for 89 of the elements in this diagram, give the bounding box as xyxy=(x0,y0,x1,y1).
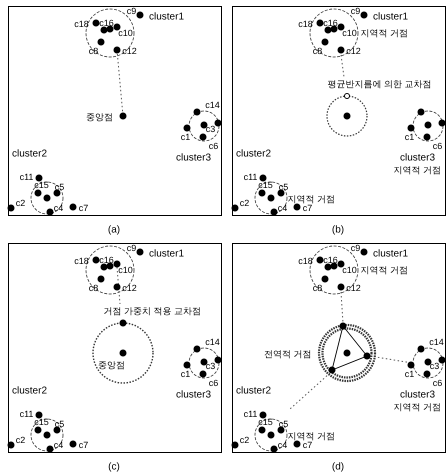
point-label: c1 xyxy=(180,368,190,378)
point-label: c16 xyxy=(323,18,338,28)
cluster-label: cluster3 xyxy=(176,152,211,163)
panel-caption: (d) xyxy=(332,462,344,472)
point-label: c1 xyxy=(180,132,190,142)
point-label: c4 xyxy=(54,440,64,450)
point-label: c5 xyxy=(278,418,288,428)
panel-caption: (c) xyxy=(108,462,120,472)
annotation-label: 지역적 거점 xyxy=(288,430,336,440)
annotation-label: 지역적 거점 xyxy=(394,402,442,412)
point-label: c10 xyxy=(342,264,357,274)
annotation-label: 중앙점 xyxy=(86,112,113,122)
point-label: c4 xyxy=(278,202,288,212)
point-label: c4 xyxy=(278,440,288,450)
point-label: c3 xyxy=(206,124,216,134)
point-label: c12 xyxy=(346,282,361,292)
point-label: c3 xyxy=(206,360,216,370)
point-label: c18 xyxy=(74,18,89,28)
point-label: c3 xyxy=(430,360,440,370)
point-label: c5 xyxy=(54,182,64,192)
cluster-label: cluster2 xyxy=(236,148,271,159)
point-label: c6 xyxy=(208,378,218,388)
cluster-label: cluster2 xyxy=(236,385,271,396)
point-label: c12 xyxy=(122,282,137,292)
point-label: c12 xyxy=(122,46,137,56)
point-label: c6 xyxy=(432,140,442,150)
cluster-label: cluster2 xyxy=(12,385,47,396)
point-label: c7 xyxy=(302,202,312,212)
point-label: c8 xyxy=(312,282,322,292)
annotation-label: 거점 가중치 적용 교차점 xyxy=(104,306,202,316)
panel-caption: (a) xyxy=(108,224,120,236)
point-label: c18 xyxy=(298,18,313,28)
panel-caption: (b) xyxy=(332,224,344,236)
point-label: c14 xyxy=(205,100,220,110)
point-label: c2 xyxy=(16,198,26,208)
point-label: c8 xyxy=(88,282,98,292)
cluster-label: cluster3 xyxy=(400,152,435,163)
point-label: c9 xyxy=(350,242,360,252)
point-label: c9 xyxy=(126,242,136,252)
point-label: c18 xyxy=(74,256,89,266)
annotation-label: 평균반지름에 의한 교차점 xyxy=(328,78,432,88)
annotation-label: 전역적 거점 xyxy=(264,348,312,358)
point-label: c14 xyxy=(429,336,444,346)
annotation-label: 지역적 거점 xyxy=(360,28,408,38)
point-label: c16 xyxy=(323,254,338,264)
point-label: c11 xyxy=(244,408,258,418)
point-label: c15 xyxy=(258,416,273,426)
annotation-label: 중앙점 xyxy=(98,360,125,370)
point-label: c5 xyxy=(278,182,288,192)
cluster-label: cluster2 xyxy=(12,148,47,159)
point-label: c10 xyxy=(118,264,133,274)
annotation-label: 지역적 거점 xyxy=(394,164,442,174)
point-label: c9 xyxy=(350,6,360,16)
cluster-label: cluster1 xyxy=(373,11,408,22)
point-label: c8 xyxy=(312,46,322,56)
point-label: c12 xyxy=(346,46,361,56)
annotation-label: 지역적 거점 xyxy=(360,264,408,274)
point-label: c7 xyxy=(78,440,88,450)
cluster-label: cluster1 xyxy=(373,248,408,259)
point-label: c11 xyxy=(20,172,34,182)
point-label: c5 xyxy=(54,418,64,428)
point-label: c15 xyxy=(34,180,49,190)
point-label: c15 xyxy=(258,180,273,190)
cluster-label: cluster3 xyxy=(400,389,435,400)
point-label: c1 xyxy=(404,132,414,142)
point-label: c6 xyxy=(432,378,442,388)
point-label: c10 xyxy=(118,28,133,38)
point-label: c16 xyxy=(99,254,114,264)
annotation-label: 지역적 거점 xyxy=(288,194,336,204)
point-label: c7 xyxy=(302,440,312,450)
point-label: c14 xyxy=(205,336,220,346)
point-label: c11 xyxy=(20,408,34,418)
point-label: c15 xyxy=(34,416,49,426)
point-label: c11 xyxy=(244,172,258,182)
point-label: c6 xyxy=(208,140,218,150)
point-label: c9 xyxy=(126,6,136,16)
point-label: c2 xyxy=(16,434,26,444)
point-label: c8 xyxy=(88,46,98,56)
point-label: c16 xyxy=(99,18,114,28)
point-label: c18 xyxy=(298,256,313,266)
cluster-label: cluster1 xyxy=(149,248,184,259)
point-label: c2 xyxy=(240,198,250,208)
point-label: c7 xyxy=(78,202,88,212)
point-label: c4 xyxy=(54,202,64,212)
point-label: c1 xyxy=(404,368,414,378)
cluster-label: cluster3 xyxy=(176,389,211,400)
point-label: c10 xyxy=(342,28,357,38)
cluster-label: cluster1 xyxy=(149,11,184,22)
point-label: c2 xyxy=(240,434,250,444)
